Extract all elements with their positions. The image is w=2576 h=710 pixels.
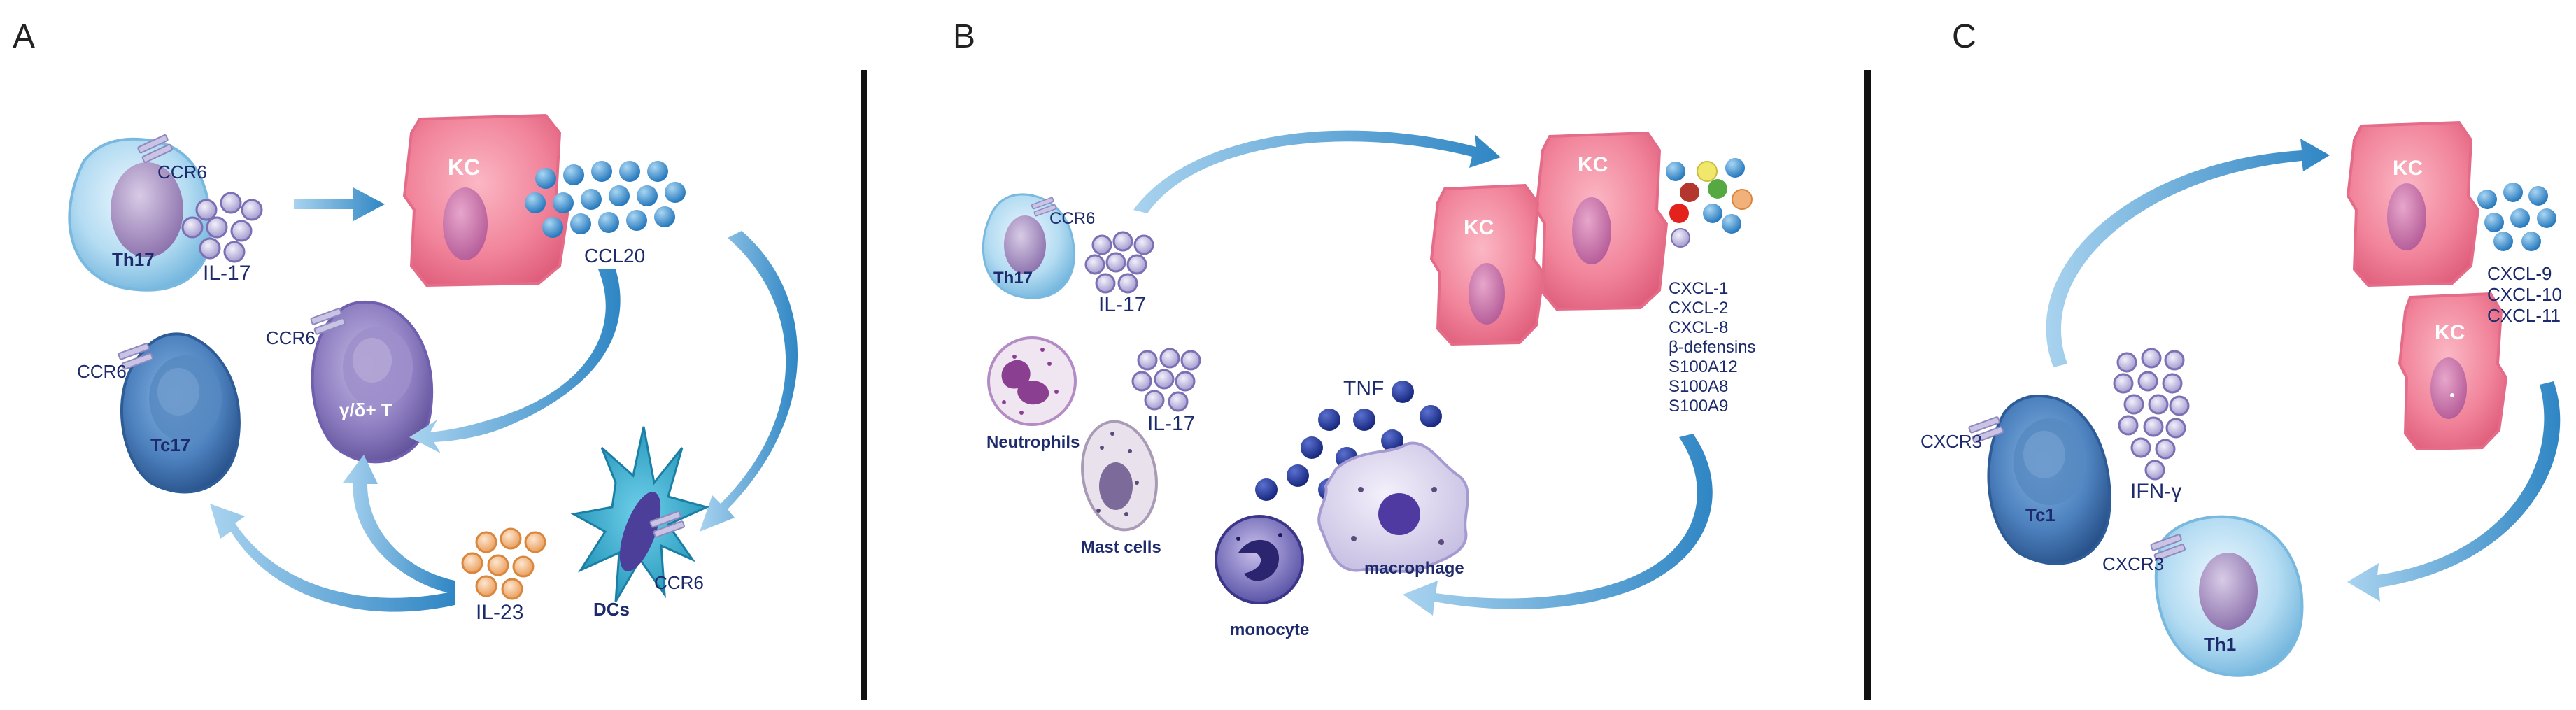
cxcl-particles — [2477, 183, 2556, 251]
cxcl-label-1: CXCL-10 — [2487, 284, 2562, 305]
chemokine-label-b-3: β-defensins — [1669, 338, 1756, 357]
monocyte-label: monocyte — [1230, 620, 1309, 639]
ifng-particles — [2113, 348, 2190, 481]
chemokine-label-b-6: S100A9 — [1669, 397, 1728, 416]
il17-particles-b-top — [1084, 231, 1154, 294]
macrophage-label: macrophage — [1364, 559, 1464, 578]
dendritic-cell — [570, 426, 710, 602]
il17-particles-b-mid — [1131, 348, 1201, 412]
ccr6-label-gd: CCR6 — [266, 327, 316, 348]
tc1-label: Tc1 — [2025, 504, 2055, 525]
divider-1 — [861, 70, 867, 700]
arrow-kc-to-th1-c — [2347, 381, 2561, 602]
panel-a: A Th17 CCR6 IL-17 KC — [13, 18, 798, 624]
mast-cell — [1081, 420, 1158, 532]
arrow-tc1-to-kc-c — [2046, 139, 2330, 367]
th1-label: Th1 — [2204, 634, 2236, 655]
kc-label-c1: KC — [2393, 157, 2423, 180]
monocyte-cell — [1215, 515, 1304, 604]
panel-c: C KC KC CXCL-9 CXCL-10 CXCL-11 — [1920, 18, 2562, 677]
keratinocyte-cell-b2 — [1429, 183, 1545, 346]
divider-2 — [1864, 70, 1871, 700]
ifng-label: IFN-γ — [2130, 480, 2181, 503]
arrow-th17-to-kc-b — [1133, 130, 1501, 213]
panel-letter-c: C — [1952, 18, 1976, 55]
neutrophil-cell — [987, 336, 1077, 426]
il17-label-a: IL-17 — [203, 262, 250, 285]
il17-particles — [181, 192, 263, 263]
arrow-th17-to-kc — [294, 187, 385, 221]
ccr6-label-dc: CCR6 — [654, 572, 704, 593]
chemokine-label-b-0: CXCL-1 — [1669, 279, 1728, 298]
tnf-particles — [1255, 381, 1442, 501]
ccl20-particles — [525, 161, 686, 238]
il23-particles — [461, 527, 546, 600]
tc1-cell — [1967, 395, 2111, 565]
arrow-ccl20-to-gd — [409, 269, 621, 453]
arrow-chemokines-to-immune-b — [1403, 434, 1713, 616]
kc-label-c2: KC — [2435, 321, 2465, 344]
ccr6-label-tc17: CCR6 — [77, 361, 127, 382]
cxcl-label-2: CXCL-11 — [2487, 305, 2561, 326]
panel-b: B CCR6 Th17 IL-17 KC — [953, 18, 1756, 639]
neutrophils-label: Neutrophils — [986, 433, 1080, 452]
keratinocyte-cell-c2 — [2398, 292, 2508, 451]
chemokine-label-b-4: S100A12 — [1669, 357, 1738, 376]
il17-label-b-mid: IL-17 — [1147, 412, 1195, 435]
kc-label-b2: KC — [1464, 216, 1494, 239]
chemokine-particles-b — [1666, 158, 1753, 248]
ccr6-label-b: CCR6 — [1049, 209, 1095, 228]
th1-cell — [2149, 515, 2304, 677]
kc-label-b1: KC — [1578, 153, 1608, 176]
th17-cell-b — [982, 193, 1075, 299]
tnf-label: TNF — [1343, 377, 1384, 400]
chemokine-label-b-2: CXCL-8 — [1669, 318, 1728, 337]
dcs-label: DCs — [593, 599, 630, 620]
chemokine-label-b-1: CXCL-2 — [1669, 299, 1728, 318]
kc-label-a: KC — [448, 155, 480, 180]
il23-label: IL-23 — [476, 601, 523, 624]
tc17-label: Tc17 — [150, 434, 190, 455]
cxcr3-label-th1: CXCR3 — [2102, 553, 2164, 574]
macrophage-cell — [1317, 441, 1469, 573]
ccl20-label: CCL20 — [584, 245, 645, 267]
arrow-il23-to-tc17 — [210, 504, 455, 612]
keratinocyte-cell — [402, 113, 570, 287]
arrow-to-dcs — [700, 231, 798, 532]
cxcr3-label-tc1: CXCR3 — [1920, 431, 1982, 452]
il17-label-b-top: IL-17 — [1098, 293, 1146, 316]
keratinocyte-cell-c1 — [2346, 120, 2480, 287]
cxcl-label-0: CXCL-9 — [2487, 263, 2552, 284]
gamma-delta-t-cell — [309, 300, 434, 464]
chemokine-label-b-5: S100A8 — [1669, 377, 1728, 396]
arrow-il23-to-gd — [343, 455, 455, 595]
th17-label: Th17 — [112, 249, 155, 270]
mast-cells-label: Mast cells — [1081, 538, 1161, 557]
th17-label-b: Th17 — [993, 269, 1033, 287]
gd-t-label: γ/δ+ T — [339, 399, 392, 420]
panel-letter-b: B — [953, 18, 975, 55]
panel-letter-a: A — [13, 18, 35, 55]
ccr6-label-th17: CCR6 — [157, 162, 207, 183]
tc17-cell — [117, 332, 241, 494]
